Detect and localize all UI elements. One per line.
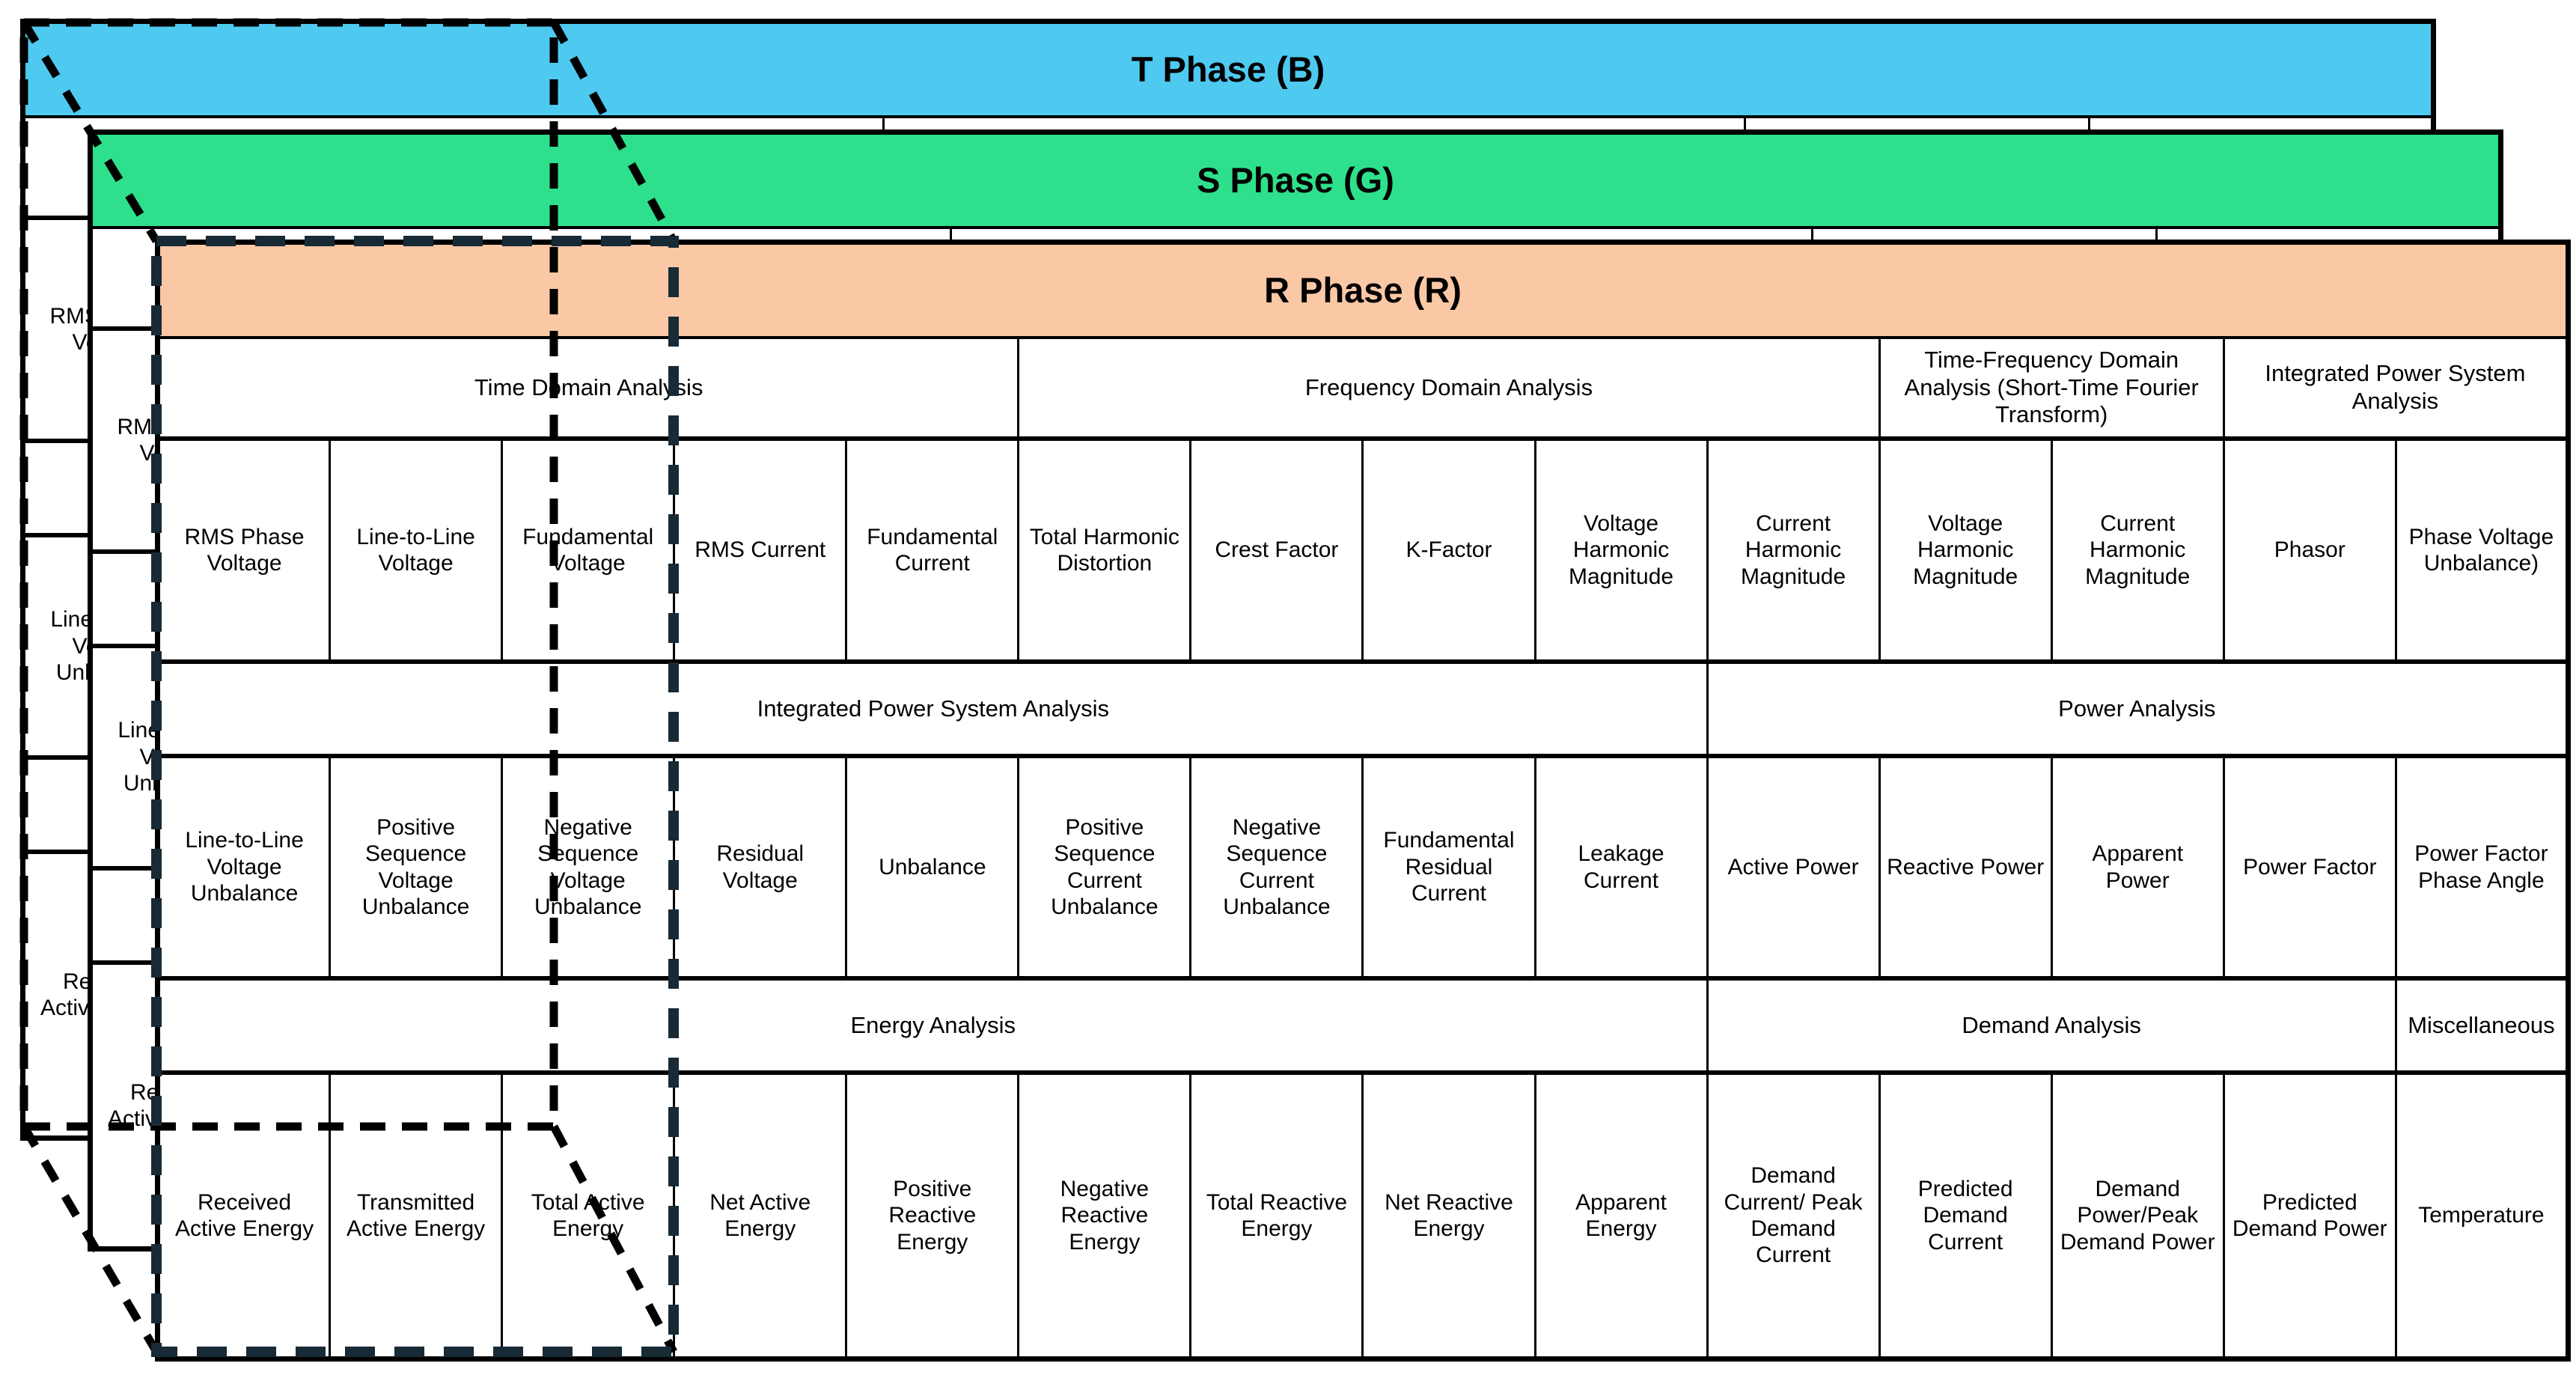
data-cell: RMS Current xyxy=(673,437,848,664)
data-cell: Positive Sequence Voltage Unbalance xyxy=(329,755,504,981)
data-cell: Phase Voltage Unbalance) xyxy=(2394,437,2570,664)
phase-band-title-r-phase: R Phase (R) xyxy=(156,241,2569,339)
data-cell: Line-to-Line Voltage Unbalance xyxy=(156,755,332,981)
data-cell: Unbalance xyxy=(845,755,1020,981)
phase-band-title-s-phase: S Phase (G) xyxy=(89,131,2502,229)
data-cell: Predicted Demand Power xyxy=(2222,1071,2397,1360)
data-cell: Predicted Demand Current xyxy=(1878,1071,2053,1360)
phase-band-title-t-phase: T Phase (B) xyxy=(22,20,2435,118)
data-cell: Positive Reactive Energy xyxy=(845,1071,1020,1360)
phase-band-row: T Phase (B) xyxy=(22,20,2435,118)
data-cell: Voltage Harmonic Magnitude xyxy=(1533,437,1709,664)
data-cell: Residual Voltage xyxy=(673,755,848,981)
data-cell: Power Factor xyxy=(2222,755,2397,981)
section-header-cell: Integrated Power System Analysis xyxy=(156,660,1709,758)
section-header-cell: Integrated Power System Analysis xyxy=(2222,336,2570,441)
phase-band-row: R Phase (R) xyxy=(156,241,2569,339)
data-cell: Demand Current/ Peak Demand Current xyxy=(1706,1071,1881,1360)
data-cell: Leakage Current xyxy=(1533,755,1709,981)
data-cell: Fundamental Residual Current xyxy=(1361,755,1536,981)
data-cell: Total Active Energy xyxy=(501,1071,676,1360)
data-cell: Negative Reactive Energy xyxy=(1017,1071,1192,1360)
data-cell: Power Factor Phase Angle xyxy=(2394,755,2570,981)
data-cell: Negative Sequence Current Unbalance xyxy=(1189,755,1364,981)
data-cell: Received Active Energy xyxy=(156,1071,332,1360)
data-cell: K-Factor xyxy=(1361,437,1536,664)
data-cell: Current Harmonic Magnitude xyxy=(2050,437,2225,664)
section-header-cell: Power Analysis xyxy=(1706,660,2570,758)
data-cell: Demand Power/Peak Demand Power xyxy=(2050,1071,2225,1360)
data-cell: Active Power xyxy=(1706,755,1881,981)
data-cell: Net Active Energy xyxy=(673,1071,848,1360)
data-cell: Voltage Harmonic Magnitude xyxy=(1878,437,2053,664)
data-cell: Negative Sequence Voltage Unbalance xyxy=(501,755,676,981)
data-cell: Transmitted Active Energy xyxy=(329,1071,504,1360)
data-cell: Current Harmonic Magnitude xyxy=(1706,437,1881,664)
data-cell: Apparent Energy xyxy=(1533,1071,1709,1360)
data-cell: Phasor xyxy=(2222,437,2397,664)
data-cell: Reactive Power xyxy=(1878,755,2053,981)
section-header-cell: Time Domain Analysis xyxy=(156,336,1020,441)
section-header-cell: Demand Analysis xyxy=(1706,977,2397,1075)
data-cell: Temperature xyxy=(2394,1071,2570,1360)
section-header-cell: Frequency Domain Analysis xyxy=(1017,336,1881,441)
data-cell: Fundamental Current xyxy=(845,437,1020,664)
phase-band-row: S Phase (G) xyxy=(89,131,2502,229)
data-cell: Fundamental Voltage xyxy=(501,437,676,664)
section-header-cell: Energy Analysis xyxy=(156,977,1709,1075)
data-cell: Total Reactive Energy xyxy=(1189,1071,1364,1360)
data-cell: Net Reactive Energy xyxy=(1361,1071,1536,1360)
data-cell: Total Harmonic Distortion xyxy=(1017,437,1192,664)
section-header-cell: Time-Frequency Domain Analysis (Short-Ti… xyxy=(1878,336,2225,441)
data-cell: Line-to-Line Voltage xyxy=(329,437,504,664)
data-cell: Positive Sequence Current Unbalance xyxy=(1017,755,1192,981)
data-cell: Crest Factor xyxy=(1189,437,1364,664)
section-header-cell: Miscellaneous xyxy=(2394,977,2570,1075)
data-cell: Apparent Power xyxy=(2050,755,2225,981)
data-cell: RMS Phase Voltage xyxy=(156,437,332,664)
